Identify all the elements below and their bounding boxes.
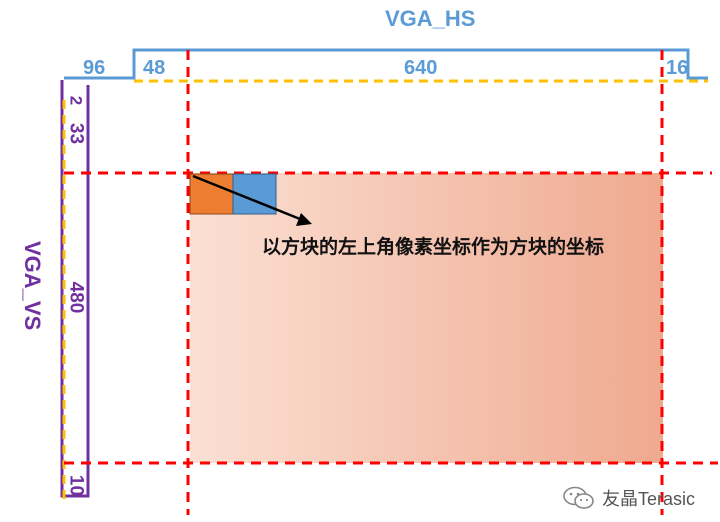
- hs-active-label: 640: [404, 57, 438, 79]
- vs-back-porch-label: 33: [65, 122, 87, 145]
- wechat-icon: [563, 486, 594, 509]
- hs-title: VGA_HS: [385, 6, 476, 31]
- annotation-arrow: [192, 174, 301, 221]
- vs-sync-label: 2: [66, 95, 86, 106]
- watermark: 友晶Terasic: [562, 485, 695, 511]
- hs-back-porch-label: 48: [143, 57, 166, 79]
- vs-front-porch-label: 10: [65, 474, 87, 497]
- vs-active-label: 480: [65, 281, 87, 314]
- hs-signal-line: [64, 48, 708, 80]
- hs-front-porch-label: 16: [666, 57, 689, 79]
- orange-block: [189, 173, 234, 215]
- watermark-text: 友晶Terasic: [602, 489, 696, 509]
- active-display-area: [190, 173, 663, 463]
- vs-signal-line: [60, 80, 90, 498]
- hs-sync-label: 96: [83, 57, 106, 79]
- vs-title: VGA_VS: [20, 241, 45, 331]
- annotation-text: 以方块的左上角像素坐标作为方块的坐标: [262, 237, 605, 258]
- annotation-arrowhead: [296, 213, 312, 226]
